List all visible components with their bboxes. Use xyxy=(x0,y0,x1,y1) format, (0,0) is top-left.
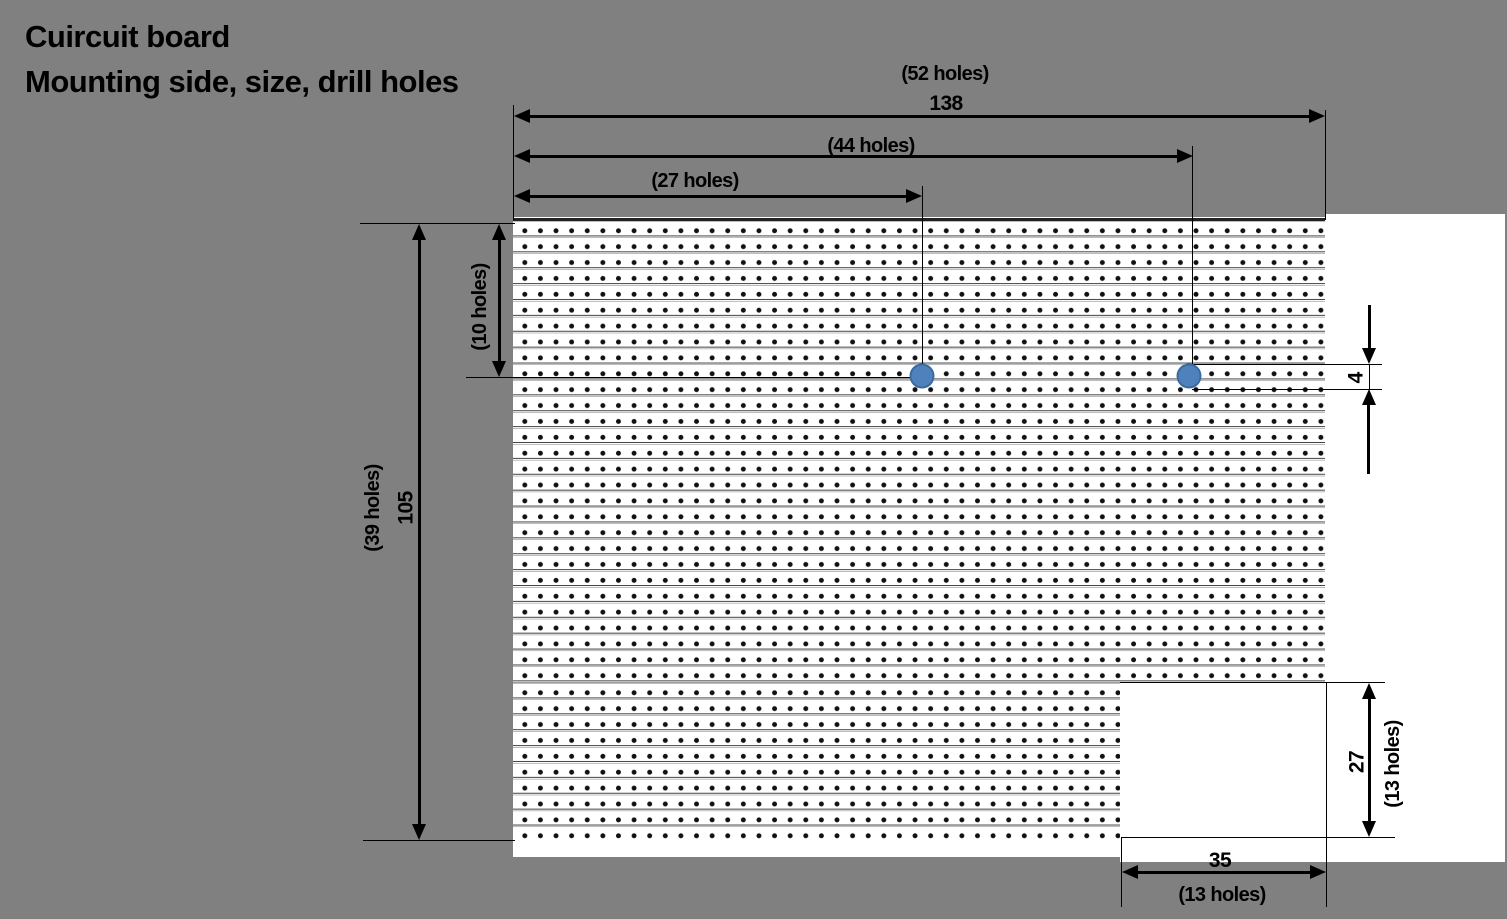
drill-hole-1 xyxy=(909,363,935,389)
arrow-down-icon xyxy=(492,361,506,377)
hole1-x-holes-label: (27 holes) xyxy=(651,170,739,192)
cutout-white-area xyxy=(1120,682,1325,862)
arrow-down-icon xyxy=(412,824,426,840)
arrow-right-icon xyxy=(906,189,922,203)
extension-line-top xyxy=(360,223,515,224)
dimension-line-hole-y xyxy=(498,232,501,370)
dimension-line-total-width xyxy=(520,115,1318,118)
total-height-holes-label: (39 holes) xyxy=(362,464,384,552)
diameter-connector xyxy=(1369,364,1370,389)
dimension-line-hole1-x xyxy=(520,195,916,198)
extension-line-bottom xyxy=(363,840,515,841)
perfboard-upper xyxy=(513,220,1325,682)
hole-row-line-right xyxy=(1192,364,1382,365)
dimension-line-total-height xyxy=(418,232,421,832)
hole-diameter-label: 4 xyxy=(1344,372,1368,384)
arrow-down-icon xyxy=(1362,821,1376,837)
cutout-width-value-label: 35 xyxy=(1208,849,1232,872)
total-height-value-label: 105 xyxy=(394,491,418,525)
board-top-edge xyxy=(513,218,1325,221)
extension-line-right xyxy=(1325,110,1326,220)
dimension-line-cutout-height xyxy=(1368,696,1371,824)
arrow-left-icon xyxy=(514,189,530,203)
arrow-right-icon xyxy=(1310,865,1326,879)
cutout-extension-bottom xyxy=(1121,837,1395,838)
drill-hole-2 xyxy=(1176,363,1202,389)
extension-line-hole-row xyxy=(466,377,922,378)
hole-row-line-right-lower xyxy=(1192,389,1382,390)
arrow-up-icon xyxy=(492,224,506,240)
cutout-extension-top xyxy=(1120,682,1385,683)
diameter-arrow-top-line xyxy=(1368,305,1371,350)
cutout-height-holes-label: (13 holes) xyxy=(1382,720,1404,808)
right-white-area xyxy=(1325,214,1505,862)
arrow-right-icon xyxy=(1309,109,1325,123)
arrow-right-icon xyxy=(1177,149,1193,163)
diameter-arrow-bottom-line xyxy=(1367,404,1370,474)
arrow-up-icon xyxy=(1362,683,1376,699)
arrow-left-icon xyxy=(514,149,530,163)
arrow-left-icon xyxy=(1122,865,1138,879)
total-width-value-label: 138 xyxy=(929,92,963,115)
arrow-up-icon xyxy=(412,224,426,240)
cutout-width-holes-label: (13 holes) xyxy=(1178,884,1266,906)
perfboard-lower xyxy=(513,682,1120,840)
cutout-extension-right xyxy=(1326,682,1327,907)
extension-line-hole2 xyxy=(1192,146,1193,376)
hole2-x-holes-label: (44 holes) xyxy=(827,135,915,157)
extension-line-left xyxy=(513,105,514,220)
cutout-extension-left xyxy=(1121,837,1122,907)
dimension-line-hole2-x xyxy=(520,155,1186,158)
arrow-down-icon xyxy=(1362,348,1376,364)
arrow-left-icon xyxy=(514,109,530,123)
diagram-title: Cuircuit board xyxy=(25,19,230,54)
cutout-height-value-label: 27 xyxy=(1345,750,1369,774)
arrow-up-icon xyxy=(1362,389,1376,405)
hole-y-holes-label: (10 holes) xyxy=(469,263,491,351)
dimension-line-cutout-width xyxy=(1130,871,1318,874)
diagram-subtitle: Mounting side, size, drill holes xyxy=(25,64,459,99)
total-width-holes-label: (52 holes) xyxy=(901,63,989,85)
extension-line-hole1 xyxy=(922,186,923,376)
